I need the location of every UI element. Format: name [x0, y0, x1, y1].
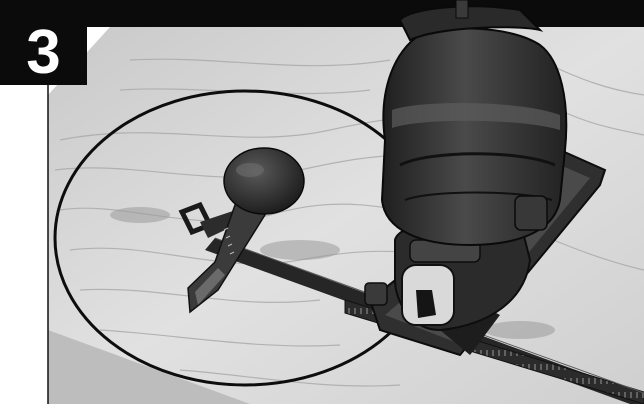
step-number-badge: 3 [0, 20, 87, 85]
bevel-lever [515, 196, 547, 230]
pivot-knob [224, 148, 304, 214]
header-bar [0, 0, 644, 27]
fence-lock-knob [365, 283, 387, 305]
